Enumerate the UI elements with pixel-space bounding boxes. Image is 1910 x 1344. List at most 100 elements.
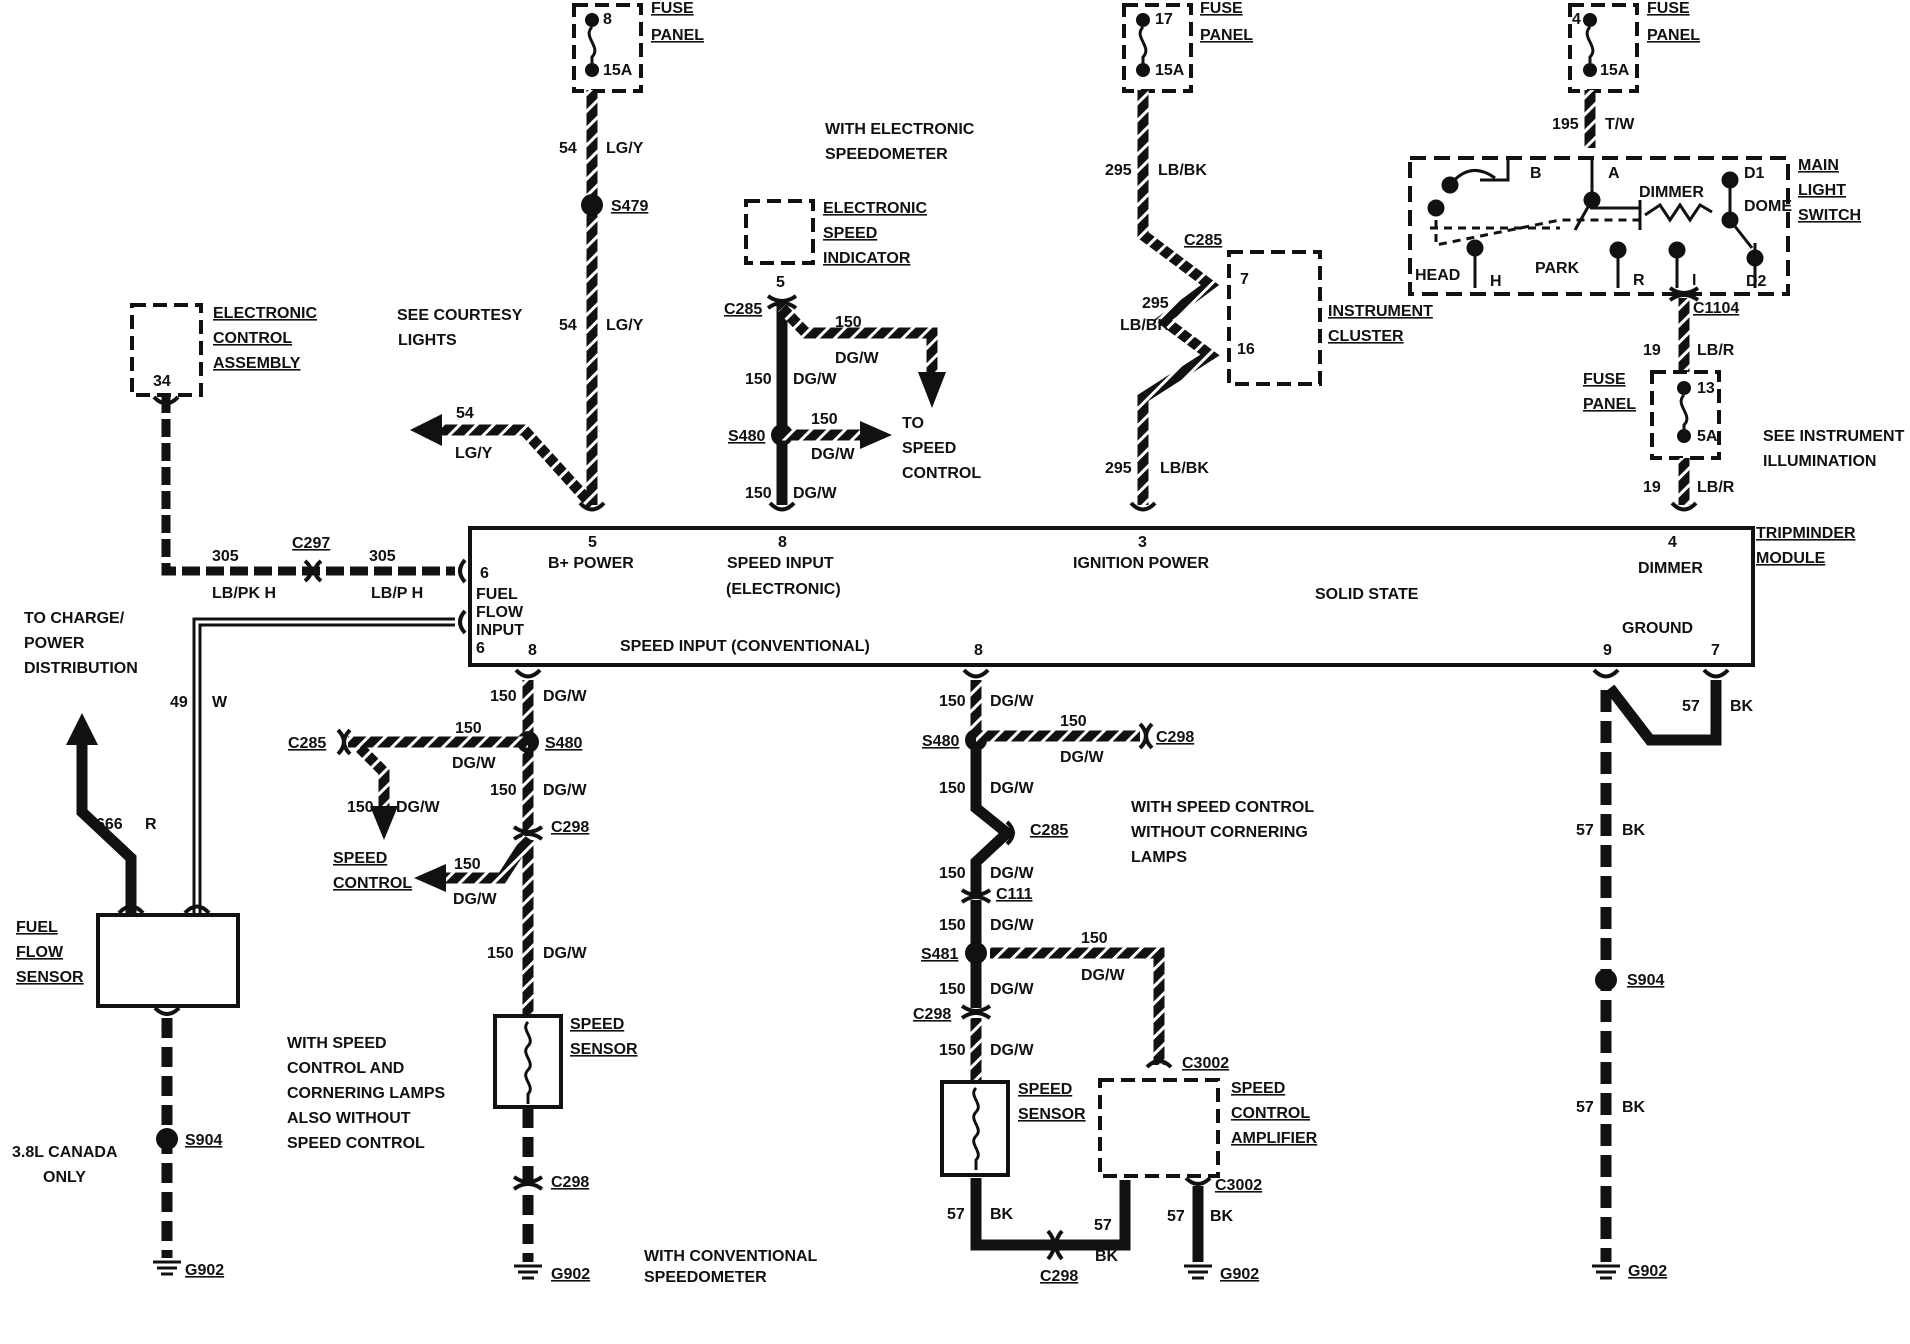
mls-park: PARK <box>1535 260 1580 277</box>
connector-cup-p5 <box>578 501 606 512</box>
mid-wire-color-e: DG/W <box>990 981 1034 998</box>
conv-wire-color-b: DG/W <box>543 782 587 799</box>
wire-49-w-inner <box>195 620 455 915</box>
speed-sensor-mid-2: SENSOR <box>1018 1106 1086 1123</box>
speed-sensor-left-box <box>493 1014 563 1109</box>
conv-wire-color-a: DG/W <box>543 688 587 705</box>
esi-pin: 5 <box>776 274 785 291</box>
fuel-flow-sensor-box <box>96 913 240 1008</box>
speed-input-conv-label: SPEED INPUT (CONVENTIONAL) <box>620 638 870 655</box>
ss-57-circuit: 57 <box>947 1206 965 1223</box>
wire-57-ss-to-amp <box>970 1178 1131 1251</box>
sc-left-circuit: 150 <box>454 856 481 873</box>
pin-4: 4 <box>1668 534 1677 551</box>
mls-term-d2: D2 <box>1746 273 1767 290</box>
wire-666-color: R <box>145 816 157 833</box>
speed-sensor-left-1: SPEED <box>570 1016 624 1033</box>
fuse-13-number: 13 <box>1697 380 1715 397</box>
fuse-13-rating: 5A <box>1697 428 1718 445</box>
mid-wire-color-b: DG/W <box>990 780 1034 797</box>
conv-wire-color-c: DG/W <box>543 945 587 962</box>
sc-left-color: DG/W <box>453 891 497 908</box>
tripminder-module-box <box>468 526 1755 667</box>
sc-corner-note-1: WITH SPEED <box>287 1035 387 1052</box>
mls-label-1: MAIN <box>1798 157 1839 174</box>
speed-control-left-arrow <box>414 864 446 892</box>
wire-150-to-amp <box>990 947 1165 1065</box>
pin-3: 3 <box>1138 534 1147 551</box>
mid-wire-circuit-d: 150 <box>939 917 966 934</box>
sc-no-corner-note-1: WITH SPEED CONTROL <box>1131 799 1314 816</box>
splice-s481 <box>965 942 987 964</box>
wire-295-circuit-c: 295 <box>1105 460 1132 477</box>
mid-wire-circuit-c: 150 <box>939 865 966 882</box>
wire-305-color-b: LB/P H <box>371 585 423 602</box>
g902-conv-label: G902 <box>551 1266 590 1283</box>
wire-305-lbpkh <box>161 395 455 576</box>
flow-label: FLOW <box>476 604 524 621</box>
dimmer-label: DIMMER <box>1638 560 1703 577</box>
speed-control-label-1: SPEED <box>333 850 387 867</box>
pin-5: 5 <box>588 534 597 551</box>
canada-note-2: ONLY <box>43 1169 86 1186</box>
wire-54-color-b: LG/Y <box>606 317 644 334</box>
conv-wire-circuit-b: 150 <box>490 782 517 799</box>
sc-corner-note-5: SPEED CONTROL <box>287 1135 425 1152</box>
wire-305-circuit-a: 305 <box>212 548 239 565</box>
s904-right-label: S904 <box>1627 972 1664 989</box>
wire-57-pin7-to-pin9 <box>1605 680 1722 746</box>
to-speed-control-arrow <box>860 421 892 449</box>
ground-g902-conv <box>514 1264 542 1280</box>
fuse-13-title-2: PANEL <box>1583 396 1636 413</box>
c3002-bottom-label: C3002 <box>1215 1177 1262 1194</box>
rg-57-color-a: BK <box>1622 822 1646 839</box>
sc-down-circuit: 150 <box>347 799 374 816</box>
c285-cluster-label: C285 <box>1184 232 1222 249</box>
b-power-label: B+ POWER <box>548 555 634 572</box>
speed-sensor-left-coil <box>524 1020 532 1104</box>
connector-cup-p6b <box>458 609 467 635</box>
wire-195-circuit: 195 <box>1552 116 1579 133</box>
p7-57-color: BK <box>1730 698 1754 715</box>
cluster-label-2: CLUSTER <box>1328 328 1404 345</box>
c285-top-label: C285 <box>724 301 762 318</box>
connector-cup-c297 <box>303 559 323 583</box>
conventional-note-1: WITH CONVENTIONAL <box>644 1248 818 1265</box>
conventional-note-2: SPEEDOMETER <box>644 1269 767 1286</box>
c298-mid-label: C298 <box>913 1006 951 1023</box>
fuse-8-number: 8 <box>603 11 612 28</box>
wire-54-to-courtesy <box>440 424 597 509</box>
canada-note-1: 3.8L CANADA <box>12 1144 118 1161</box>
tripminder-label-2: MODULE <box>1756 550 1826 567</box>
fuse-17-title-2: PANEL <box>1200 27 1253 44</box>
connector-cup-c3002-top <box>1145 1059 1173 1069</box>
wire-150-esi-branch <box>778 304 938 375</box>
g902-left-label: G902 <box>185 1262 224 1279</box>
pin-8-top: 8 <box>778 534 787 551</box>
sc-no-corner-note-3: LAMPS <box>1131 849 1187 866</box>
fuse-8-rating: 15A <box>603 62 633 79</box>
fuse-panel-4 <box>1568 3 1639 93</box>
c285-left-label: C285 <box>288 735 326 752</box>
pin-7: 7 <box>1711 642 1720 659</box>
g902-right-label: G902 <box>1628 1263 1667 1280</box>
c297-label: C297 <box>292 535 330 552</box>
eca-pin: 34 <box>153 373 171 390</box>
connector-cup-c298-left <box>512 825 544 841</box>
connector-cup-c111 <box>960 888 992 904</box>
pin-8-mid: 8 <box>974 642 983 659</box>
wire-150-mid-b <box>970 745 1016 895</box>
connector-cup-p8-top <box>768 501 796 512</box>
ground-g902-left <box>153 1260 181 1276</box>
courtesy-note-2: LIGHTS <box>398 332 457 349</box>
esi-label-3: INDICATOR <box>823 250 911 267</box>
fuse-8-title-1: FUSE <box>651 0 694 17</box>
instrument-cluster-box <box>1227 250 1322 386</box>
g902-amp-label: G902 <box>1220 1266 1259 1283</box>
mid-wire-color-d: DG/W <box>990 917 1034 934</box>
ignition-power-label: IGNITION POWER <box>1073 555 1209 572</box>
splice-s479 <box>581 194 603 216</box>
conv-wire-circuit-c: 150 <box>487 945 514 962</box>
esi-branch-color: DG/W <box>835 350 879 367</box>
